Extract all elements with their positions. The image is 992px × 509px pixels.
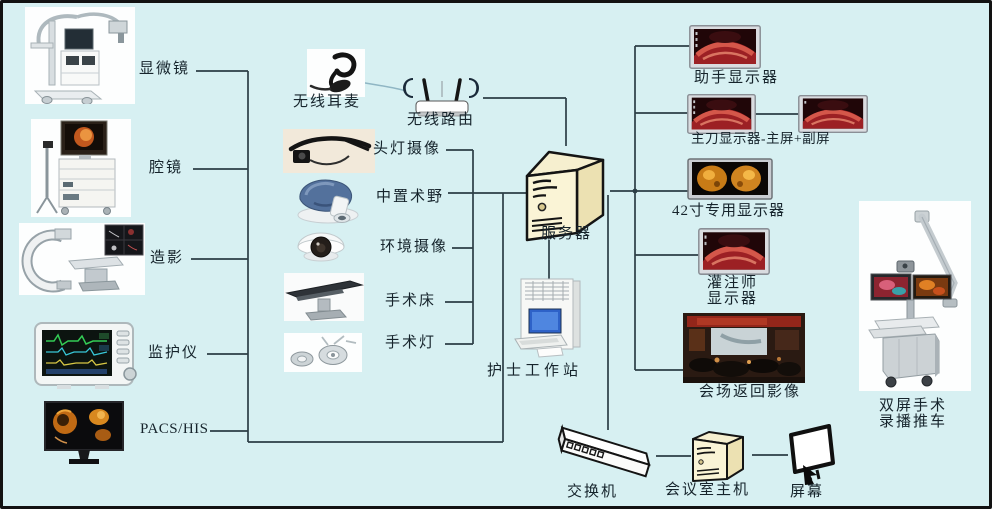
wireless-headset-icon [307, 49, 365, 97]
label-wireless-router: 无线路由 [407, 112, 476, 128]
endoscope-cart-image [31, 119, 131, 217]
nurse-workstation-image [509, 277, 585, 363]
server-icon [519, 143, 615, 243]
venue-return-image [683, 313, 805, 383]
central-field-camera-image [290, 173, 368, 225]
label-projection-screen: 屏幕 [790, 484, 825, 500]
conference-host-icon [689, 425, 755, 483]
chief-display-sub [798, 95, 868, 133]
recording-cart-image [859, 201, 971, 391]
label-venue-return: 会场返回影像 [699, 384, 802, 400]
projection-screen-icon [783, 423, 839, 487]
label-angiography: 造影 [150, 250, 185, 266]
assistant-display [689, 25, 761, 69]
label-central-field: 中置术野 [376, 189, 445, 205]
label-chief-display: 主刀显示器-主屏+副屏 [691, 131, 831, 146]
label-headlamp-camera: 头灯摄像 [373, 141, 442, 157]
c-arm-image [19, 223, 145, 295]
label-operating-table: 手术床 [385, 293, 437, 309]
label-endoscope: 腔镜 [149, 160, 184, 176]
label-switch: 交换机 [567, 484, 619, 500]
label-42inch-display: 42寸专用显示器 [672, 203, 786, 219]
microscope-image [25, 7, 135, 105]
display-42inch [687, 158, 773, 202]
label-patient-monitor: 监护仪 [148, 345, 200, 361]
dome-camera-image [293, 227, 349, 265]
label-perfusionist-1: 灌注师 [707, 275, 759, 291]
perfusionist-display [698, 228, 770, 275]
connector-lines [191, 45, 800, 457]
patient-monitor-image [33, 321, 141, 391]
pacs-monitor-image [43, 401, 125, 467]
label-conference-host: 会议室主机 [665, 482, 751, 498]
label-server: 服务器 [541, 226, 593, 242]
label-recording-cart-2: 录播推车 [879, 414, 948, 430]
label-perfusionist-2: 显示器 [707, 291, 759, 307]
label-assistant-display: 助手显示器 [694, 70, 780, 86]
operating-lamp-image [284, 333, 362, 372]
wireless-router-icon [399, 75, 483, 121]
label-nurse-workstation: 护士工作站 [487, 363, 583, 379]
label-microscope: 显微镜 [139, 61, 191, 77]
network-switch-icon [551, 421, 661, 485]
label-pacs: PACS/HIS [140, 421, 209, 437]
label-wireless-mic: 无线耳麦 [293, 94, 362, 110]
chief-display-main [687, 94, 756, 134]
label-recording-cart-1: 双屏手术 [879, 398, 948, 414]
operating-table-image [284, 273, 364, 321]
headlamp-camera-image [283, 129, 375, 173]
label-room-camera: 环境摄像 [380, 239, 449, 255]
label-operating-lamp: 手术灯 [385, 335, 437, 351]
